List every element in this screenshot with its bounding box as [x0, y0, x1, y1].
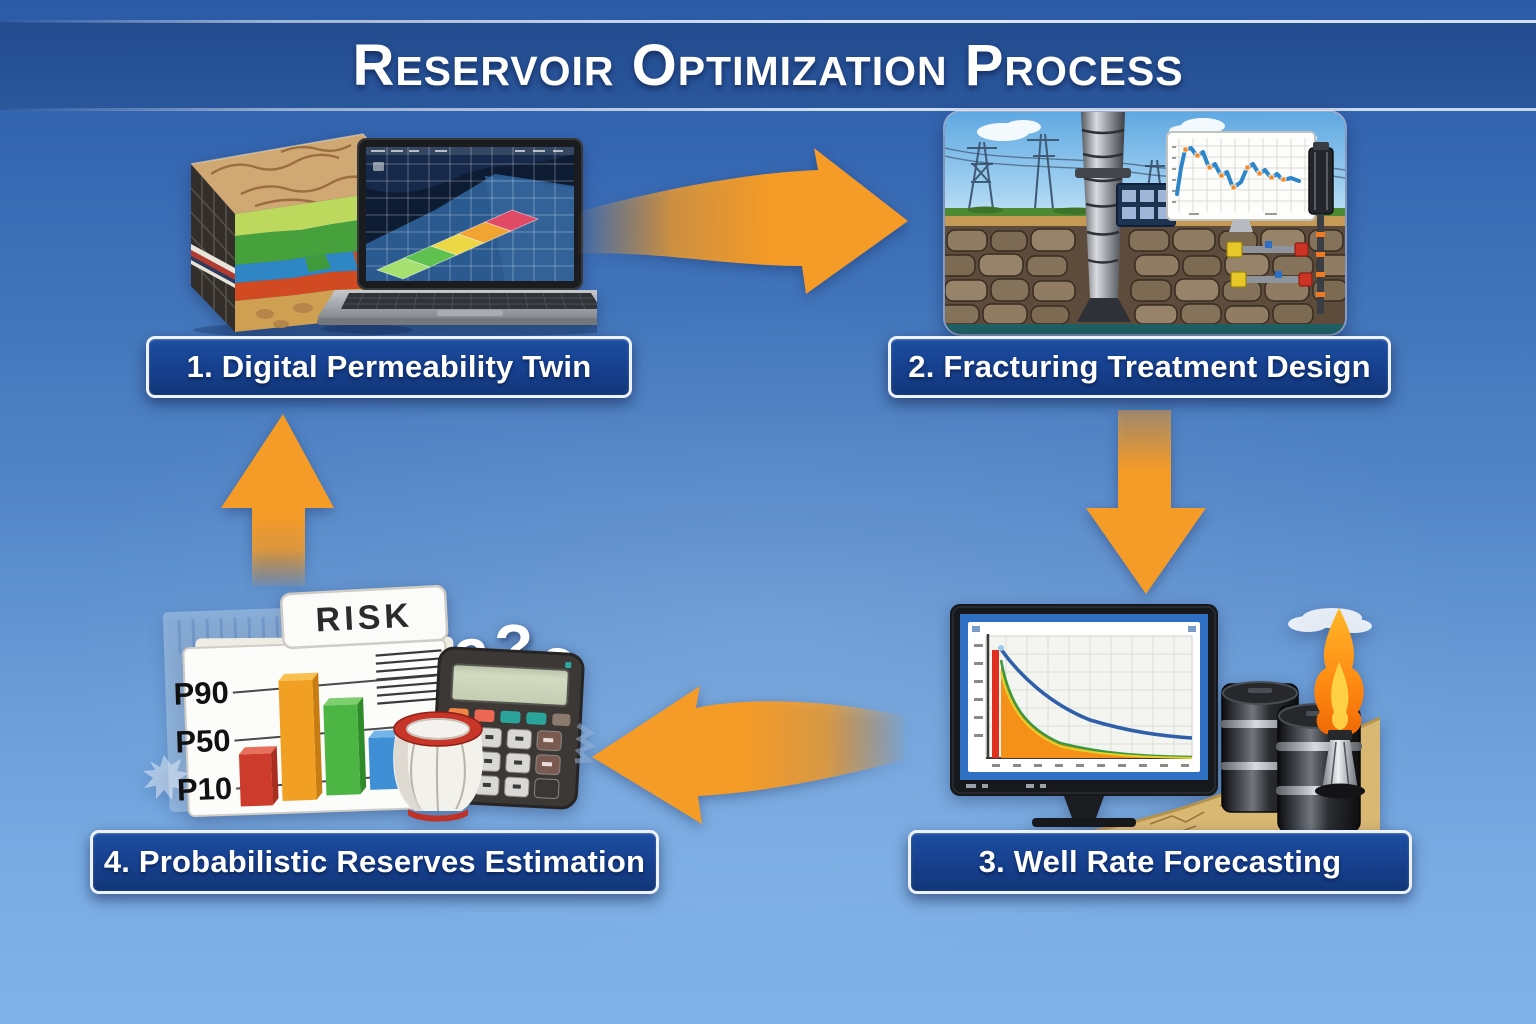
spiky-decoration [574, 722, 597, 764]
laptop-screen-content [366, 147, 574, 281]
arrow-step1-to-step2 [578, 148, 908, 294]
step-4-label-plate: 4. Probabilistic Reserves Estimation [90, 830, 659, 894]
cup-base-ring [408, 809, 468, 822]
step-2-label: 2. Fracturing Treatment Design [908, 349, 1371, 384]
cup-shading [394, 731, 424, 811]
monitor-base [1032, 818, 1136, 827]
flare-stack [1322, 740, 1358, 790]
permeability-ribbon [375, 209, 540, 280]
downhole-tool [1308, 142, 1334, 314]
title-banner [0, 22, 1536, 110]
illustration-well-rate-forecasting [950, 604, 1380, 837]
keyboard-keys [345, 292, 597, 310]
curve-markers [1182, 146, 1287, 191]
arrow-step4-to-step1 [221, 414, 334, 586]
gas-flare [1314, 608, 1365, 799]
board-stand [1229, 220, 1253, 232]
block-top-rock-texture [210, 143, 374, 208]
block-stripe-band [191, 244, 235, 288]
axis-tick-labels [974, 644, 1189, 767]
aquifer-layer [945, 324, 1345, 334]
screen-menubar [366, 147, 574, 155]
initial-rate-bar [992, 650, 999, 758]
yellow-curve [1000, 671, 1193, 759]
step-3-label: 3. Well Rate Forecasting [978, 844, 1342, 879]
green-curve [999, 659, 1193, 759]
p50-label: P50 [175, 723, 231, 760]
step-2-label-plate: 2. Fracturing Treatment Design [888, 336, 1391, 398]
decline-chart [974, 634, 1193, 767]
arrow-step3-to-step4 [592, 686, 905, 824]
chart-axis-ticks [1172, 146, 1277, 215]
rock-stones [945, 228, 1345, 325]
laptop-trackpad [437, 310, 503, 316]
banner-divider-bottom [0, 108, 1536, 111]
risk-tab: RISK [280, 584, 449, 650]
window-icons [972, 626, 1196, 632]
laptop-front-edge [317, 318, 597, 325]
calculator-display [450, 663, 570, 707]
arrow-step2-to-step3 [1086, 410, 1206, 594]
screen-menubar-items [371, 150, 563, 152]
cup-rim-inner [407, 718, 469, 738]
curve-start-marker [998, 645, 1004, 651]
cup-body [393, 731, 483, 811]
bar-orange [278, 672, 323, 801]
p90-label: P90 [173, 675, 229, 712]
taskbar-icons [966, 784, 1046, 788]
bar-green [323, 697, 367, 796]
laptop [317, 138, 597, 325]
dice-cup [393, 711, 483, 822]
step-1-label-plate: 1. Digital Permeability Twin [146, 336, 632, 398]
starburst-decoration [143, 755, 189, 800]
perforating-guns [1226, 241, 1313, 288]
illustration-digital-permeability-twin [190, 133, 597, 336]
production-area [1001, 660, 1192, 758]
keypad-glyphs [452, 733, 554, 789]
risk-tab-label: RISK [315, 596, 414, 639]
tool-string [1317, 214, 1324, 314]
flame-core [1331, 662, 1349, 730]
step-1-label: 1. Digital Permeability Twin [186, 349, 592, 384]
laptop-shadow [321, 322, 597, 336]
monitor-stand [1064, 796, 1104, 818]
page-title: Reservoir Optimization Process [352, 33, 1184, 98]
illustration-fracturing-treatment-design [945, 112, 1345, 334]
report-text-lines [375, 649, 444, 705]
wellbore [1075, 112, 1131, 322]
flare-base [1315, 783, 1365, 799]
flare-nozzle [1328, 730, 1352, 740]
pipe-collar [1075, 168, 1131, 178]
block-top-face [191, 134, 409, 214]
step-3-label-plate: 3. Well Rate Forecasting [908, 830, 1412, 894]
laptop-keyboard [341, 293, 597, 309]
forecast-curve [998, 646, 1193, 740]
wellbore-shoe [1077, 298, 1131, 322]
banner-divider-top [0, 20, 1536, 23]
perforation-charges [1316, 232, 1325, 297]
step-4-label: 4. Probabilistic Reserves Estimation [103, 844, 646, 879]
forecast-monitor [950, 604, 1218, 827]
illustration-probabilistic-reserves: RISK P90 P50 P10 [143, 584, 597, 822]
p10-label: P10 [176, 771, 232, 808]
treatment-chart-board [1166, 131, 1316, 232]
screen-app-icon [373, 162, 384, 171]
calculator-logo [565, 661, 572, 669]
bar-red [238, 746, 279, 807]
